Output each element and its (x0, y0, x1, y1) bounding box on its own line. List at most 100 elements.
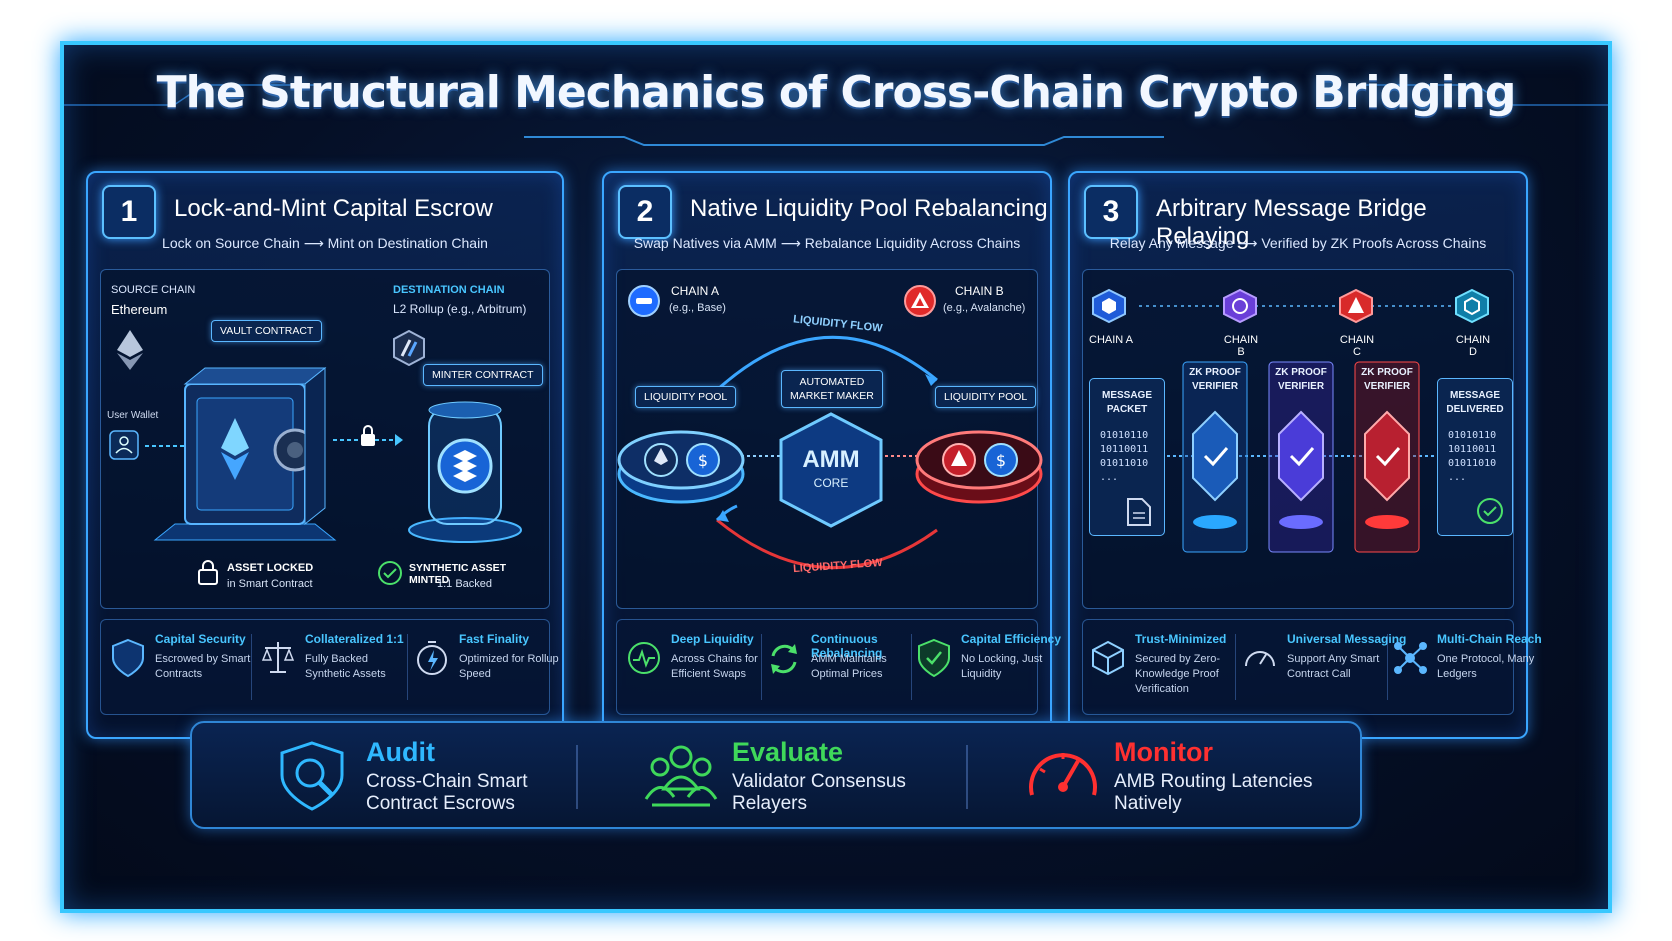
feature-desc: Secured by Zero-Knowledge Proof Verifica… (1135, 653, 1220, 695)
arrow-right-icon: ⟶ (1237, 235, 1262, 251)
scale-icon (261, 642, 295, 673)
gauge-icon (1245, 651, 1275, 667)
action-title: Audit (366, 737, 435, 767)
feature-desc: AMM Maintains Optimal Prices (811, 653, 887, 680)
liquidity-flow-arcs (715, 335, 938, 570)
magnifier-shield-icon (280, 741, 344, 811)
network-icon (1394, 642, 1427, 674)
lock-transfer-icon (333, 425, 403, 446)
arrow-right-icon: ⟶ (303, 235, 328, 251)
delivered-title-2: DELIVERED (1446, 404, 1504, 415)
check-circle-icon (1477, 498, 1503, 524)
amm-tag-line1: AUTOMATED (799, 376, 865, 388)
feature-title: Deep Liquidity (671, 632, 754, 646)
feature-desc: One Protocol, Many Ledgers (1437, 653, 1535, 680)
subtitle-left: Lock on Source Chain (162, 235, 300, 251)
arbitrum-icon (393, 330, 425, 366)
infographic-frame: The Structural Mechanics of Cross-Chain … (60, 41, 1612, 913)
feature-desc: Optimized for Rollup Speed (459, 653, 559, 680)
action-title: Monitor (1114, 737, 1213, 767)
feature-title: Trust-Minimized (1135, 632, 1227, 646)
feature-desc: Escrowed by Smart Contracts (155, 653, 251, 680)
vault-illustration (145, 366, 337, 541)
feature-title: Multi-Chain Reach (1437, 632, 1542, 646)
panel-subtitle: Swap Natives via AMM ⟶ Rebalance Liquidi… (604, 235, 1050, 252)
panel-subtitle: Lock on Source Chain ⟶ Mint on Destinati… (88, 235, 562, 252)
panel-subtitle: Relay Any Message ⟶ Verified by ZK Proof… (1070, 235, 1526, 252)
feature-capital-security: Capital Security Escrowed by Smart Contr… (111, 630, 261, 706)
header-decoration (64, 84, 1608, 146)
feature-universal-messaging: Universal Messaging Support Any Smart Co… (1243, 630, 1406, 706)
amm-core-sub: CORE (813, 476, 849, 490)
arrow-right-icon: ⟶ (780, 235, 805, 251)
action-title: Evaluate (732, 737, 844, 767)
svg-text:$: $ (996, 451, 1006, 470)
panel-liquidity-pool: 2 Native Liquidity Pool Rebalancing Swap… (602, 171, 1061, 739)
feature-title: Continuous Rebalancing (811, 632, 883, 660)
asset-locked-desc: in Smart Contract (227, 578, 313, 590)
synthetic-minted-title: SYNTHETIC ASSET MINTED (409, 562, 507, 586)
source-chain-name: Ethereum (111, 302, 168, 317)
speedometer-icon (1029, 753, 1097, 796)
feature-multi-chain-reach: Multi-Chain Reach One Protocol, Many Led… (1393, 630, 1543, 706)
panel-number: 1 (102, 185, 156, 239)
asset-locked-title: ASSET LOCKED (227, 562, 314, 574)
feature-desc: Across Chains for Efficient Swaps (671, 653, 758, 680)
shield-check-icon (918, 638, 950, 678)
feature-title: Fast Finality (459, 632, 530, 646)
feature-row: Trust-Minimized Secured by Zero-Knowledg… (1082, 619, 1542, 715)
panel-number: 2 (618, 185, 672, 239)
chain-label: CHAIN A (1089, 334, 1134, 346)
minter-contract-tag: MINTER CONTRACT (423, 364, 543, 386)
message-bridge-diagram: CHAIN A CHAIN B CHAIN C CHAIN D MESSAGE … (1082, 269, 1514, 609)
feature-capital-efficiency: Capital Efficiency No Locking, Just Liqu… (917, 630, 1067, 706)
chain-sequence (1092, 288, 1489, 324)
panel-number: 3 (1084, 185, 1138, 239)
feature-row: Deep Liquidity Across Chains for Efficie… (616, 619, 1061, 715)
feature-desc: No Locking, Just Liquidity (961, 653, 1043, 680)
feature-row: Capital Security Escrowed by Smart Contr… (100, 619, 559, 715)
panel-title: Native Liquidity Pool Rebalancing (690, 195, 1048, 222)
feature-continuous-rebalancing: Continuous Rebalancing AMM Maintains Opt… (767, 630, 917, 706)
page-title: The Structural Mechanics of Cross-Chain … (156, 67, 1517, 118)
check-circle-icon (378, 561, 402, 585)
amm-tag: AUTOMATED MARKET MAKER (781, 370, 883, 408)
stopwatch-icon (417, 641, 447, 675)
feature-title: Collateralized 1:1 (305, 632, 404, 646)
pulse-icon (628, 642, 660, 674)
synthetic-minted-desc: 1:1 Backed (437, 578, 493, 590)
document-icon (1127, 498, 1151, 526)
chain-a-sub: (e.g., Base) (669, 302, 726, 314)
user-wallet-label: User Wallet (107, 410, 159, 421)
destination-chain-label: DESTINATION CHAIN (393, 284, 505, 296)
delivered-title-1: MESSAGE (1449, 390, 1500, 401)
cube-icon (1092, 640, 1124, 676)
chain-b-label: CHAIN B (955, 284, 1004, 298)
subtitle-left: Relay Any Message (1109, 235, 1234, 251)
panel-lock-and-mint: 1 Lock-and-Mint Capital Escrow Lock on S… (86, 171, 564, 739)
subtitle-right: Rebalance Liquidity Across Chains (804, 235, 1021, 251)
vault-contract-tag: VAULT CONTRACT (211, 320, 323, 342)
packet-title-2: PACKET (1106, 404, 1148, 415)
feature-collateralized: Collateralized 1:1 Fully Backed Syntheti… (261, 630, 411, 706)
amm-tag-line2: MARKET MAKER (790, 390, 874, 402)
shield-icon (112, 638, 144, 678)
panel-title: Arbitrary Message Bridge Relaying (1156, 195, 1427, 250)
feature-deep-liquidity: Deep Liquidity Across Chains for Efficie… (627, 630, 777, 706)
base-chain-icon (628, 285, 660, 317)
subtitle-right: Verified by ZK Proofs Across Chains (1261, 235, 1487, 251)
refresh-icon (771, 644, 797, 674)
zk-verifiers (1167, 361, 1437, 553)
feature-title: Capital Security (155, 632, 246, 646)
lock-icon (198, 560, 218, 585)
minter-contract-illustration (408, 401, 522, 543)
avalanche-chain-icon (904, 285, 936, 317)
